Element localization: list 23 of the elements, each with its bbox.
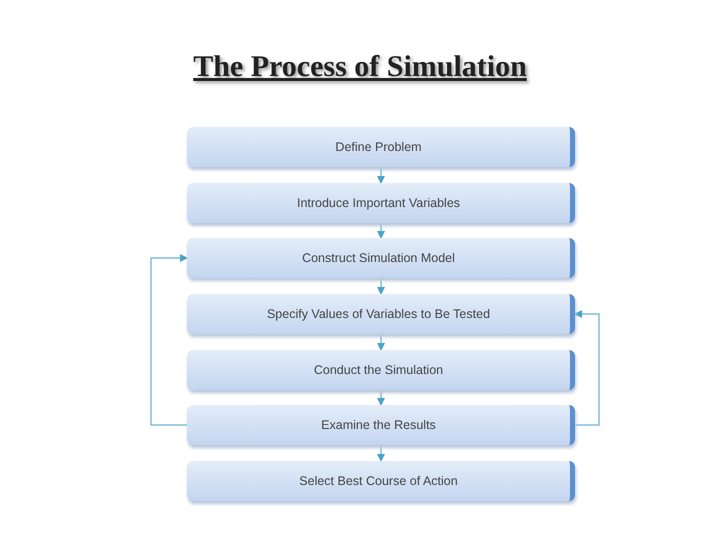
process-box [187, 238, 575, 278]
step-label: Examine the Results [321, 418, 436, 432]
step-label: Specify Values of Variables to Be Tested [266, 307, 490, 321]
title: The Process of Simulation [193, 50, 527, 84]
arrow [377, 278, 385, 295]
process-box [187, 294, 575, 334]
arrow [377, 445, 385, 462]
step-label: Introduce Important Variables [296, 196, 460, 210]
step-label: Select Best Course of Action [299, 474, 458, 488]
step-label: Define Problem [335, 140, 422, 154]
arrow [377, 390, 385, 406]
arrow [377, 334, 385, 351]
process-box [187, 127, 575, 167]
arrow [377, 167, 385, 184]
arrow [377, 223, 385, 239]
process-box [187, 461, 575, 501]
step-label: Construct Simulation Model [302, 251, 455, 265]
process-box [187, 183, 575, 223]
process-box [187, 405, 575, 445]
arrow [150, 254, 188, 426]
arrow [574, 310, 600, 426]
process-box [187, 350, 575, 390]
step-label: Conduct the Simulation [314, 363, 444, 377]
